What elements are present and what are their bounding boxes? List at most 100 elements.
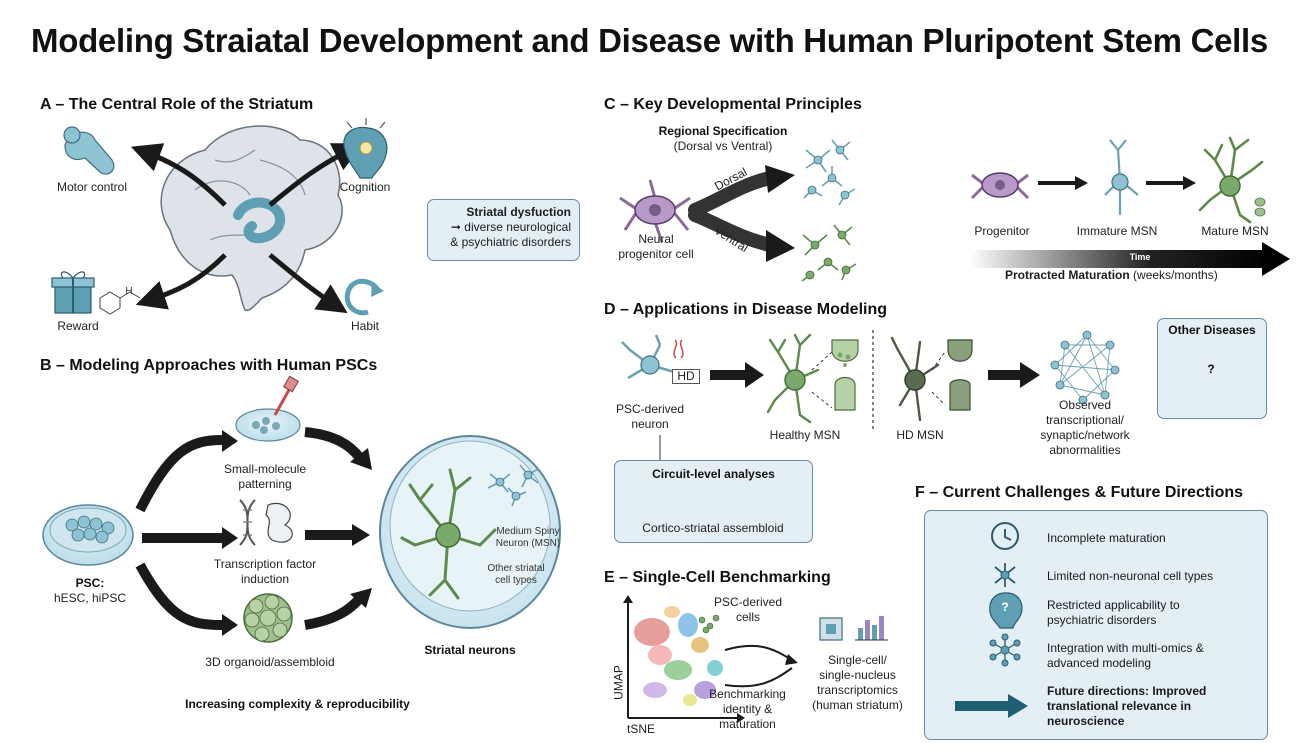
bench-line3: maturation <box>719 717 776 731</box>
maturation-progenitor <box>970 172 1030 200</box>
psc-cells-line1: PSC-derived <box>713 595 783 609</box>
bench-line2: identity & <box>722 702 773 716</box>
observed-label: Observed transcriptional/ synaptic/netwo… <box>1030 398 1140 458</box>
regional-spec-label: Regional Specification <box>658 124 788 138</box>
psc-neuron-line1: PSC-derived <box>615 402 685 416</box>
progenitor-cell <box>619 179 691 243</box>
challenge-item-4: Integration with multi-omics & advanced … <box>1047 641 1247 671</box>
tf-line1: Transcription factor <box>213 557 317 571</box>
panel-b-title: B – Modeling Approaches with Human PSCs <box>40 357 378 374</box>
hd-synapse <box>947 339 973 411</box>
sc-line4: (human striatum) <box>812 698 903 712</box>
mature-msn-label: Mature MSN <box>1201 224 1269 238</box>
npc-line1: Neural <box>638 232 674 246</box>
healthy-msn <box>766 333 820 424</box>
progenitor-label: Progenitor <box>974 224 1030 238</box>
panel-a-title: A – The Central Role of the Striatum <box>40 96 314 113</box>
protracted-label: Protracted Maturation (weeks/months) <box>1005 268 1218 282</box>
msn-line1: Medium Spiny <box>496 526 560 537</box>
chip-icon <box>819 617 843 641</box>
psc-neuron-line2: neuron <box>631 417 669 431</box>
circuit-box: Circuit-level analyses <box>614 460 813 543</box>
immature-msn-label: Immature MSN <box>1076 224 1158 238</box>
other-cells-label: Other striatal cell types <box>476 563 556 587</box>
panel-c-title: C – Key Developmental Principles <box>604 96 862 113</box>
dysfunction-line1: ➞ diverse neurological <box>450 220 571 234</box>
ventral-cells <box>801 224 857 282</box>
healthy-synapse <box>831 339 859 411</box>
reward-atom-label: H <box>125 286 133 297</box>
other-cells-line1: Other striatal <box>487 563 545 574</box>
sc-line1: Single-cell/ <box>828 653 887 667</box>
future-directions: Future directions: Improved translationa… <box>1047 684 1247 729</box>
msn-line2: Neuron (MSN) <box>495 538 561 549</box>
bench-line1: Benchmarking <box>709 687 786 701</box>
tf-line2: induction <box>240 572 290 586</box>
other-diseases-title: Other Diseases <box>1168 323 1256 337</box>
panel-d-title: D – Applications in Disease Modeling <box>604 301 888 318</box>
figure-title: Modeling Straiatal Development and Disea… <box>31 22 1268 59</box>
dysfunction-title: Striatal dysfuction <box>466 205 571 219</box>
striatal-neurons-label: Striatal neurons <box>424 643 516 657</box>
other-cells-line2: cell types <box>495 575 537 586</box>
sc-line3: transcriptomics <box>817 683 898 697</box>
other-diseases-box: Other Diseases <box>1157 318 1267 419</box>
psc-neuron <box>621 334 686 380</box>
challenge-item-3: Restricted applicability to psychiatric … <box>1047 598 1247 628</box>
future-line3: neuroscience <box>1047 714 1125 728</box>
organoid-label: 3D organoid/assembloid <box>205 655 335 669</box>
small-molecule-line1: Small-molecule <box>223 462 307 476</box>
immature-msn <box>1104 139 1139 215</box>
assembloid-label: Cortico-striatal assembloid <box>642 521 784 535</box>
cognition-label: Cognition <box>339 180 391 194</box>
bar-icon <box>855 616 888 641</box>
psc-label: PSC: <box>75 576 105 590</box>
future-line1: Future directions: Improved <box>1047 684 1207 698</box>
protracted-bold: Protracted Maturation <box>1005 268 1130 282</box>
complexity-label: Increasing complexity & reproducibility <box>185 697 410 711</box>
small-molecule-label: Small-molecule patterning <box>205 462 325 492</box>
npc-label: Neural progenitor cell <box>606 232 706 262</box>
observed-line1: Observed <box>1058 398 1112 412</box>
motor-control-label: Motor control <box>56 180 128 194</box>
umap-axis-label: UMAP <box>611 665 626 700</box>
teal-arrow-icon <box>955 694 1028 718</box>
umap-plot <box>623 595 745 723</box>
tsne-axis-label: tSNE <box>626 722 655 736</box>
psc-cells-label: PSC-derived cells <box>708 595 788 625</box>
head-question-icon <box>989 592 1023 629</box>
psc-neuron-label: PSC-derived neuron <box>605 402 695 432</box>
organoid-icon <box>243 593 293 643</box>
benchmark-label: Benchmarking identity & maturation <box>700 687 795 732</box>
small-molecule-line2: patterning <box>238 477 292 491</box>
network-icon <box>989 633 1021 667</box>
dorsal-cells <box>803 139 856 206</box>
observed-line3: synaptic/network <box>1040 428 1130 442</box>
hd-msn <box>890 336 940 422</box>
habit-loop-icon <box>344 278 384 316</box>
gift-icon <box>51 271 141 315</box>
panel-e-title: E – Single-Cell Benchmarking <box>604 569 831 586</box>
msn-label: Medium Spiny Neuron (MSN) <box>488 526 568 550</box>
protracted-sub: (weeks/months) <box>1133 268 1218 282</box>
single-cell-label: Single-cell/ single-nucleus transcriptom… <box>800 653 915 713</box>
head-question-mark: ? <box>1001 600 1009 614</box>
challenge-item-1: Incomplete maturation <box>1047 531 1166 545</box>
striatal-dish <box>379 435 561 629</box>
other-diseases-question: ? <box>1207 362 1215 376</box>
sc-line2: single-nucleus <box>819 668 896 682</box>
observed-line2: transcriptional/ <box>1045 413 1125 427</box>
challenge-item-4-line2: advanced modeling <box>1047 656 1152 670</box>
psc-sub-label: hESC, hiPSC <box>53 591 127 605</box>
challenge-item-2: Limited non-neuronal cell types <box>1047 569 1214 583</box>
challenge-item-3-line2: psychiatric disorders <box>1047 613 1157 627</box>
psc-cells-line2: cells <box>735 610 760 624</box>
observed-line4: abnormalities <box>1049 443 1121 457</box>
striatal-dysfunction-box: Striatal dysfuction ➞ diverse neurologic… <box>427 199 580 261</box>
challenge-item-4-line1: Integration with multi-omics & <box>1047 641 1204 655</box>
healthy-msn-label: Healthy MSN <box>769 428 841 442</box>
challenge-item-3-line1: Restricted applicability to <box>1047 598 1180 612</box>
npc-line2: progenitor cell <box>618 247 694 261</box>
arm-icon <box>63 126 115 175</box>
